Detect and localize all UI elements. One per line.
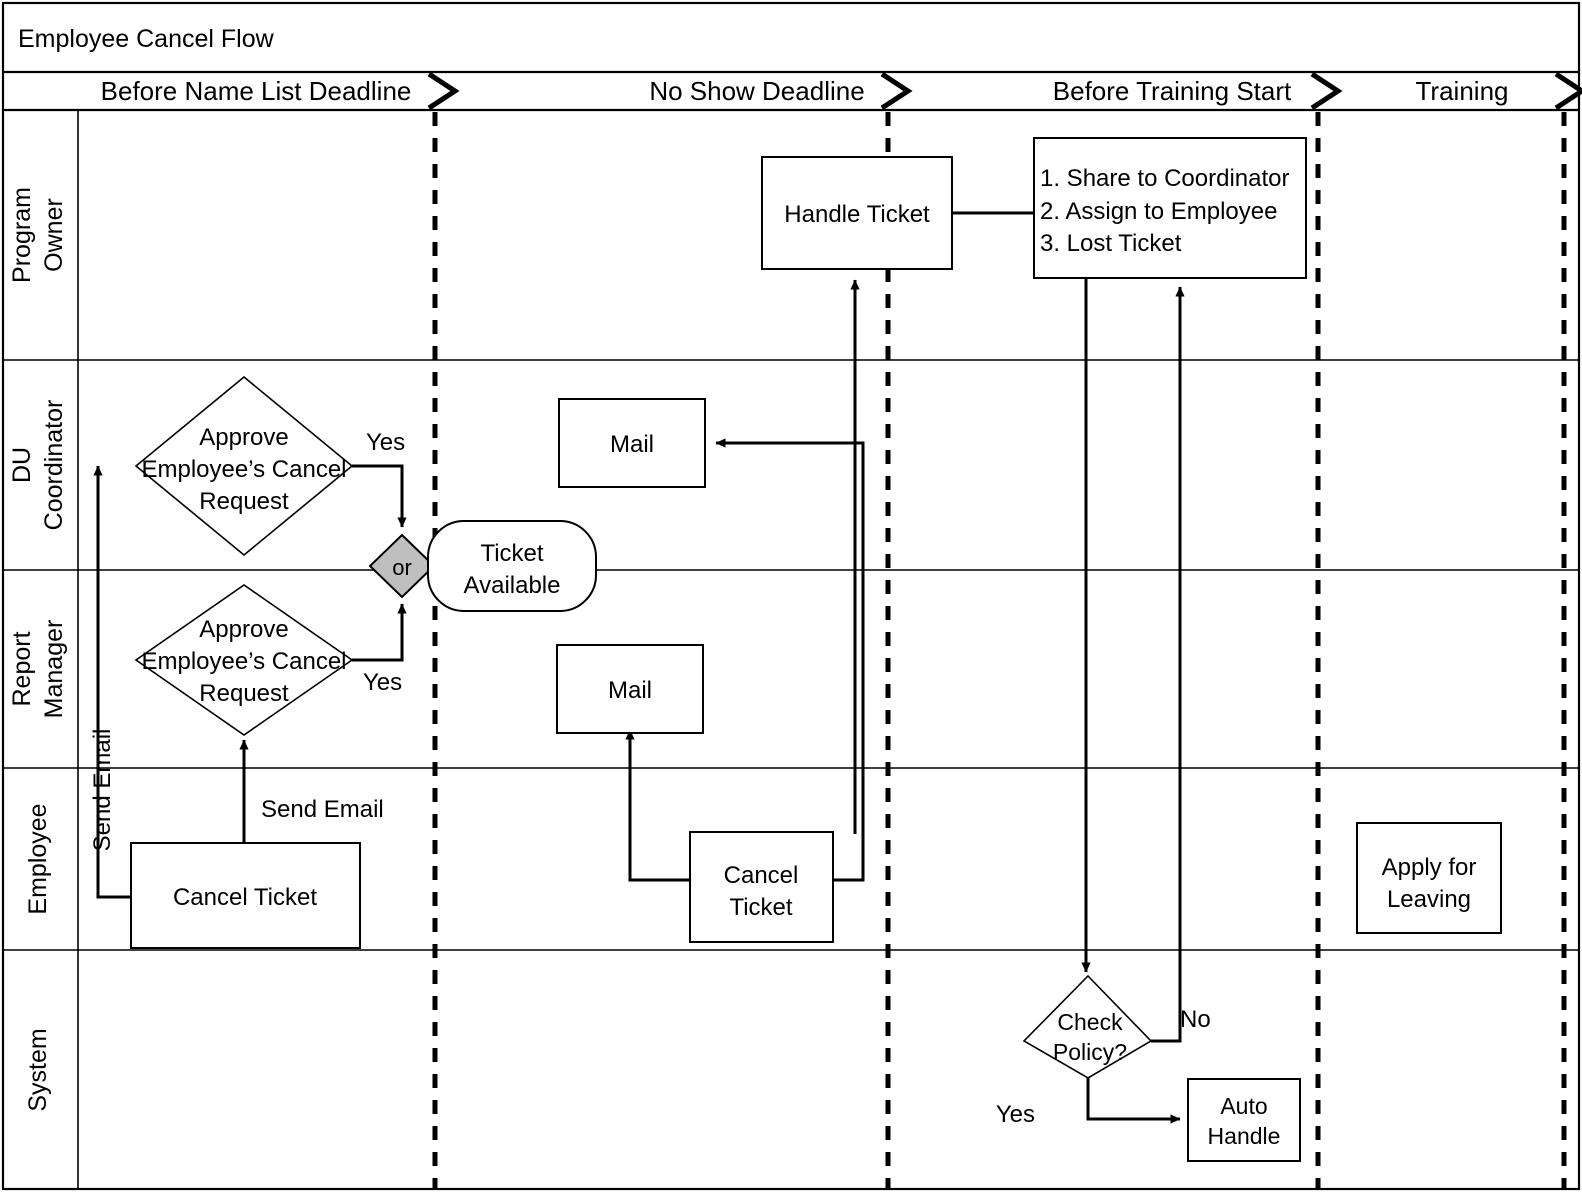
node-options-list[interactable]: 1. Share to Coordinator 2. Assign to Emp… bbox=[1033, 137, 1307, 279]
node-approve-report-manager[interactable]: Approve Employee’s Cancel Request bbox=[134, 584, 354, 736]
edge-policy-yes-to-auto-handle bbox=[1086, 1078, 1181, 1124]
node-approve-rm-line2: Employee’s Cancel bbox=[142, 648, 347, 675]
node-handle-ticket-label: Handle Ticket bbox=[784, 201, 930, 228]
lane-dividers bbox=[3, 359, 1579, 951]
edge-manager-yes-to-or bbox=[352, 603, 407, 662]
node-gateway-or-label: or bbox=[392, 555, 412, 580]
node-cancel-ticket-mid[interactable]: Cancel Ticket bbox=[689, 831, 834, 943]
node-check-policy-line1: Check bbox=[1057, 1009, 1123, 1035]
edge-policy-no-to-options bbox=[1151, 286, 1185, 1043]
node-mail-manager[interactable]: Mail bbox=[556, 644, 704, 734]
node-approve-rm-line3: Request bbox=[199, 680, 289, 707]
edge-cancelmid-to-mail-manager bbox=[625, 729, 690, 882]
node-options-list-item-1: 1. Share to Coordinator bbox=[1040, 165, 1289, 192]
node-options-list-item-2: 2. Assign to Employee bbox=[1040, 198, 1277, 225]
phase-label-1: Before Name List Deadline bbox=[101, 76, 412, 106]
lane-label-system: System bbox=[24, 1028, 52, 1111]
edge-label-send-email-vertical: Send Email bbox=[89, 729, 116, 852]
node-approve-du-coordinator[interactable]: Approve Employee’s Cancel Request bbox=[134, 375, 354, 557]
node-check-policy-line2: Policy? bbox=[1053, 1039, 1127, 1065]
node-mail-coordinator[interactable]: Mail bbox=[558, 398, 706, 488]
phase-label-3: Before Training Start bbox=[1053, 76, 1292, 106]
phase-chevron-2 bbox=[880, 71, 913, 111]
node-cancel-ticket-mid-line2: Ticket bbox=[729, 894, 792, 921]
edge-label-policy-no: No bbox=[1180, 1006, 1211, 1033]
edge-label-yes-top: Yes bbox=[366, 429, 405, 456]
phase-label-4: Training bbox=[1416, 76, 1509, 106]
edge-du-yes-to-or bbox=[352, 464, 407, 528]
node-options-list-item-3: 3. Lost Ticket bbox=[1040, 230, 1182, 257]
lane-label-report-manager-line1: Report bbox=[8, 631, 36, 706]
lane-label-program-owner-line2: Owner bbox=[40, 198, 68, 272]
node-cancel-ticket-left-label: Cancel Ticket bbox=[173, 884, 317, 911]
node-ticket-available[interactable]: Ticket Available bbox=[427, 520, 597, 612]
phase-chevron-1 bbox=[427, 71, 460, 111]
edge-labels: Yes Yes Send Email Send Email No Yes bbox=[89, 429, 1211, 1128]
node-ticket-available-line1: Ticket bbox=[480, 540, 543, 567]
node-approve-rm-line1: Approve bbox=[199, 616, 288, 643]
node-gateway-or[interactable]: or bbox=[368, 533, 436, 599]
edge-handle-to-check-policy bbox=[952, 211, 1091, 973]
node-apply-for-leaving-line1: Apply for bbox=[1382, 854, 1477, 881]
phase-chevron-4 bbox=[1554, 71, 1582, 111]
phase-dividers bbox=[432, 112, 1567, 1189]
node-auto-handle-line1: Auto bbox=[1220, 1093, 1267, 1119]
node-mail-manager-label: Mail bbox=[608, 677, 652, 704]
node-cancel-ticket-mid-line1: Cancel bbox=[724, 862, 799, 889]
phase-band: Before Name List Deadline No Show Deadli… bbox=[101, 71, 1582, 111]
lane-label-du-coordinator-line2: Coordinator bbox=[40, 400, 68, 531]
edge-cancel-to-du bbox=[93, 465, 131, 899]
lane-label-employee: Employee bbox=[24, 803, 52, 914]
node-auto-handle[interactable]: Auto Handle bbox=[1187, 1078, 1301, 1162]
lane-label-program-owner-line1: Program bbox=[8, 187, 36, 283]
edge-label-policy-yes: Yes bbox=[996, 1101, 1035, 1128]
phase-label-2: No Show Deadline bbox=[649, 76, 864, 106]
node-approve-du-line3: Request bbox=[199, 488, 289, 515]
node-ticket-available-line2: Available bbox=[464, 572, 561, 599]
edge-label-yes-bottom: Yes bbox=[363, 669, 402, 696]
node-apply-for-leaving[interactable]: Apply for Leaving bbox=[1356, 822, 1502, 934]
lane-labels: Program Owner DU Coordinator Report Mana… bbox=[8, 187, 68, 1112]
node-approve-du-line1: Approve bbox=[199, 424, 288, 451]
node-handle-ticket[interactable]: Handle Ticket bbox=[761, 156, 953, 270]
node-mail-coordinator-label: Mail bbox=[610, 431, 654, 458]
diagram-title: Employee Cancel Flow bbox=[18, 25, 275, 53]
lane-label-du-coordinator-line1: DU bbox=[8, 447, 36, 483]
flow-connectors bbox=[93, 211, 1185, 1124]
node-cancel-ticket-left[interactable]: Cancel Ticket bbox=[130, 842, 361, 949]
node-apply-for-leaving-line2: Leaving bbox=[1387, 886, 1471, 913]
node-auto-handle-line2: Handle bbox=[1208, 1123, 1281, 1149]
edge-cancelmid-to-mail-coordinator bbox=[715, 438, 865, 882]
phase-chevron-3 bbox=[1310, 71, 1343, 111]
lane-label-report-manager-line2: Manager bbox=[40, 620, 68, 719]
node-check-policy[interactable]: Check Policy? bbox=[1022, 974, 1153, 1079]
node-approve-du-line2: Employee’s Cancel bbox=[142, 456, 347, 483]
edge-label-send-email-horizontal: Send Email bbox=[261, 796, 384, 823]
